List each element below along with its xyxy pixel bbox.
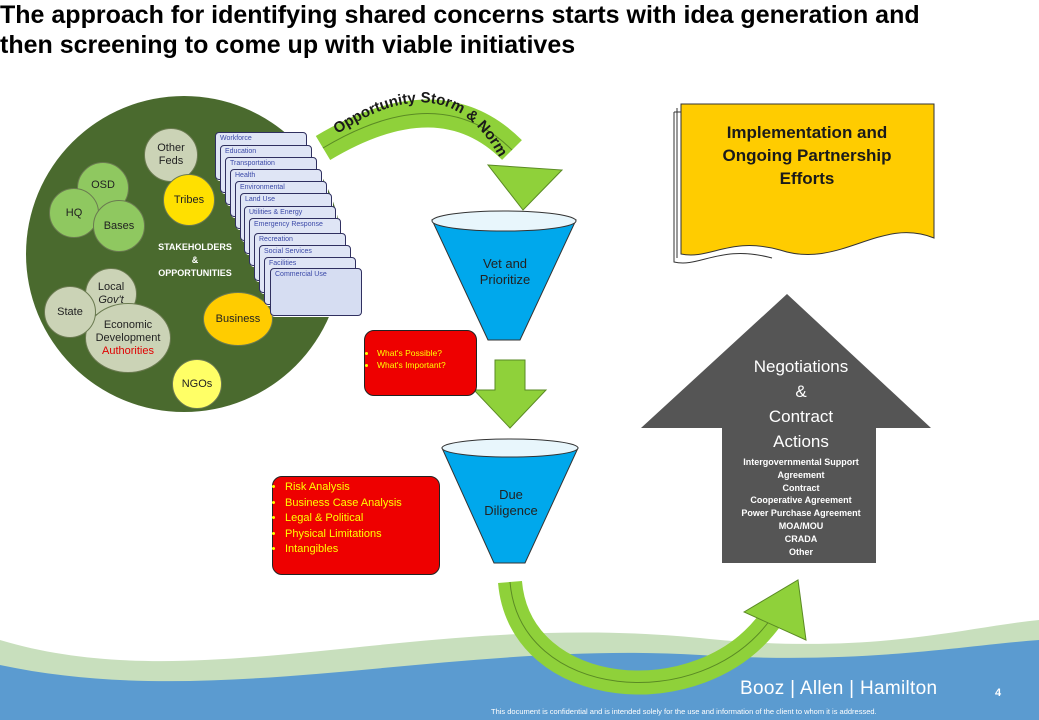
negotiation-item: Power Purchase Agreement [741,508,861,519]
economic-development-bubble: Economic Development Authorities [85,303,171,373]
analysis-item: Intangibles [285,542,439,558]
funnel-top-label: Vet and Prioritize [479,256,531,287]
implementation-label: Implementation and Ongoing Partnership E… [722,123,892,188]
negotiation-item: Other [788,546,813,557]
other-feds-bubble: Other Feds [144,128,198,182]
negotiations-arrow [641,294,931,563]
state-bubble: State [44,286,96,338]
down-arrow [472,359,548,429]
footer-disclaimer: This document is confidential and is int… [491,707,877,716]
return-arrow-head [742,579,807,641]
implementation-doc [680,103,935,256]
stakeholders-label: STAKEHOLDERS & OPPORTUNITIES [158,242,232,278]
ngos-bubble: NGOs [172,359,222,409]
arc-arrow-head [486,164,564,211]
page-number: 4 [995,687,1002,699]
page-title: The approach for identifying shared conc… [0,1,920,59]
negotiations-list: Intergovernmental Support Agreement Cont… [714,456,888,558]
negotiation-item: MOA/MOU [778,520,824,531]
brand-logo: Booz | Allen | Hamilton [740,678,938,699]
analysis-item: Legal & Political [285,511,439,527]
negotiations-title: Negotiations & Contract Actions [753,357,849,451]
business-bubble: Business [203,292,273,346]
analysis-box: Risk Analysis Business Case Analysis Leg… [272,476,440,575]
arc-arrow-edge [322,113,513,151]
tribes-bubble: Tribes [163,174,215,226]
negotiation-item: Contract [782,482,820,493]
analysis-item: Physical Limitations [285,527,439,543]
bases-bubble: Bases [93,200,145,252]
funnel-bottom-label: Due Diligence [484,487,538,518]
negotiation-item: Cooperative Agreement [750,495,852,506]
question-item: What's Important? [377,359,476,371]
analysis-item: Business Case Analysis [285,496,439,512]
hq-bubble: HQ [49,188,99,238]
question-item: What's Possible? [377,347,476,359]
card-commercial-use: Commercial Use [270,268,362,316]
negotiation-item: Agreement [777,469,825,480]
negotiation-item: CRADA [784,533,818,544]
negotiation-item: Intergovernmental Support [743,457,859,467]
analysis-item: Risk Analysis [285,480,439,496]
questions-box: What's Possible? What's Important? [364,330,477,396]
